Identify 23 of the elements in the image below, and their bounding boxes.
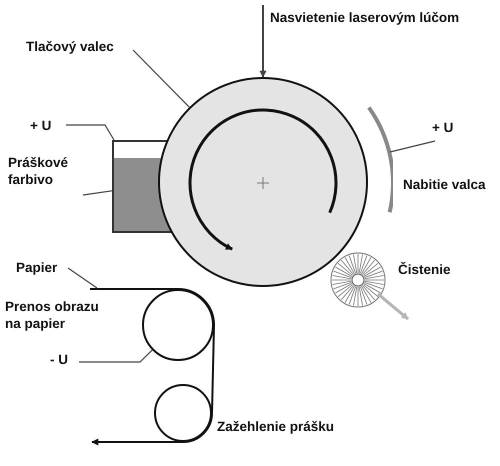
leader-line xyxy=(79,350,153,363)
leader-line xyxy=(132,50,190,108)
callout-label: Práškové farbivo xyxy=(8,154,88,188)
leader-line xyxy=(390,140,436,153)
charging-electrode xyxy=(367,104,393,214)
part-label: Nabitie valca xyxy=(403,176,486,193)
callout-label: Tlačový valec xyxy=(26,38,114,55)
callout-label: + U xyxy=(30,117,52,134)
leader-line xyxy=(68,268,98,288)
callout-label: Papier xyxy=(16,259,58,276)
part-label: Zažehlenie prášku xyxy=(217,418,334,435)
arrow xyxy=(260,5,266,78)
cleaning-brush-drawing xyxy=(328,250,388,310)
leader-line xyxy=(66,124,115,140)
part-label: Čistenie xyxy=(398,261,451,278)
callout-label: - U xyxy=(50,351,68,368)
part-label: Prenos obrazu na papier xyxy=(5,298,100,332)
roller-circle xyxy=(142,289,214,361)
arrow xyxy=(377,292,409,320)
roller-circle xyxy=(154,384,212,442)
callout-label: Nasvietenie laserovým lúčom xyxy=(270,9,460,26)
leader-line xyxy=(82,190,112,196)
callout-label: + U xyxy=(432,119,454,136)
